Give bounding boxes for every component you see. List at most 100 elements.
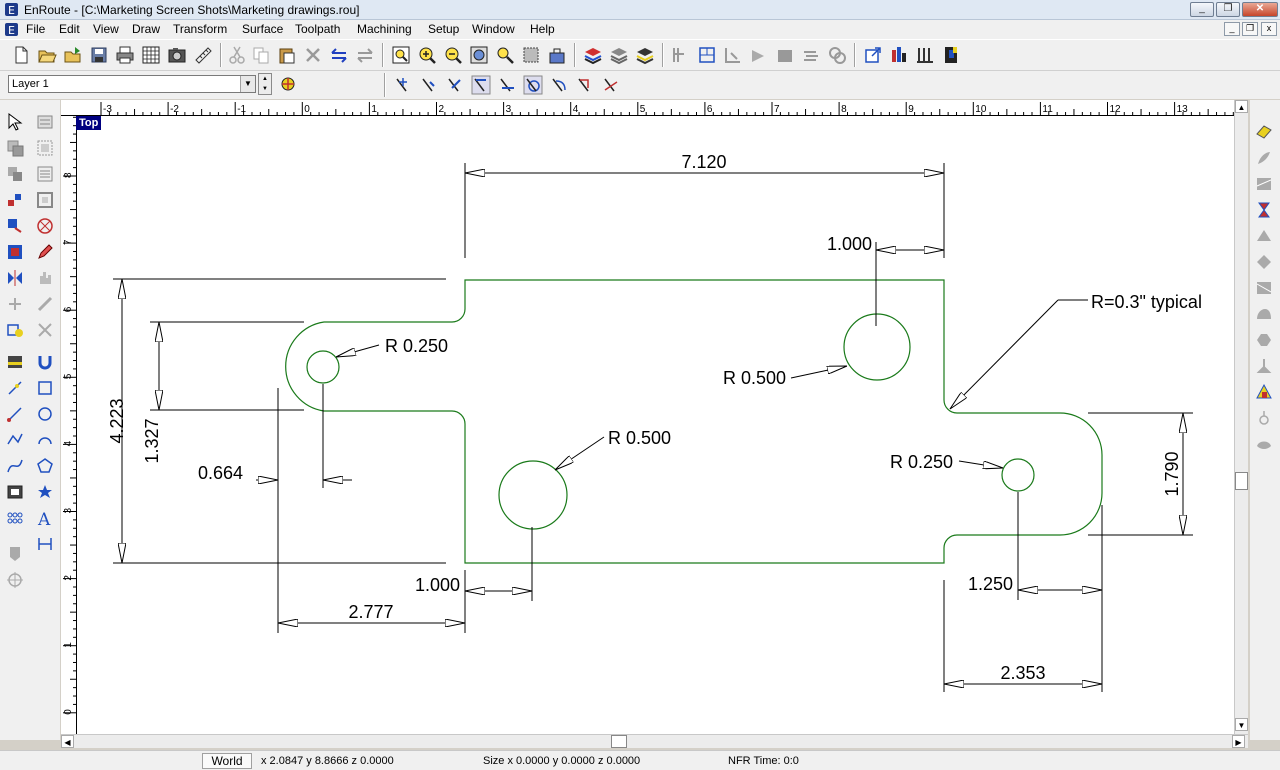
circle-icon[interactable]	[35, 404, 55, 424]
grid-icon[interactable]	[140, 44, 162, 66]
select-arrow-icon[interactable]	[5, 112, 25, 132]
menu-surface[interactable]: Surface	[242, 22, 284, 36]
output-icon[interactable]	[888, 44, 910, 66]
curve-icon[interactable]	[5, 456, 25, 476]
redo-icon[interactable]	[354, 44, 376, 66]
align-icon[interactable]	[5, 190, 25, 210]
move-icon[interactable]	[5, 216, 25, 236]
surface-tool-icon-6[interactable]	[1254, 252, 1274, 272]
text-icon[interactable]: A	[35, 508, 55, 528]
snap-midpoint-icon[interactable]	[444, 74, 466, 96]
menu-machining[interactable]: Machining	[357, 22, 412, 36]
minimize-button[interactable]: _	[1190, 2, 1214, 17]
drawing-canvas[interactable]: 7.120 1.000 4.223 1.327 1.790 0.664 2.77…	[77, 116, 1234, 734]
menu-edit[interactable]: Edit	[59, 22, 80, 36]
snap-point-icon[interactable]	[392, 74, 414, 96]
scroll-up-icon[interactable]: ▲	[1235, 100, 1248, 113]
close-button[interactable]: ✕	[1242, 2, 1278, 17]
document-restore-button[interactable]: ❐	[1242, 22, 1258, 36]
scroll-down-icon[interactable]: ▼	[1235, 718, 1248, 731]
vertical-scrollbar[interactable]: ▲ ▼	[1234, 100, 1248, 734]
snap-center-icon[interactable]	[522, 74, 544, 96]
surface-tool-icon-12[interactable]	[1254, 408, 1274, 428]
pencil-icon[interactable]	[35, 242, 55, 262]
arc-icon[interactable]	[35, 430, 55, 450]
surface-tool-icon-2[interactable]	[1254, 148, 1274, 168]
layers-gray-icon[interactable]	[608, 44, 630, 66]
snapshot-camera-icon[interactable]	[166, 44, 188, 66]
polyline-icon[interactable]	[5, 430, 25, 450]
pattern-icon[interactable]	[5, 508, 25, 528]
paste-icon[interactable]	[276, 44, 298, 66]
rectangle-icon[interactable]	[35, 378, 55, 398]
layer-dropdown[interactable]: Layer 1 ▼	[8, 75, 256, 93]
polygon-icon[interactable]	[35, 456, 55, 476]
layers-color-icon[interactable]	[582, 44, 604, 66]
surface-tool-icon-9[interactable]	[1254, 330, 1274, 350]
line-icon[interactable]	[5, 404, 25, 424]
zoom-extents-icon[interactable]	[468, 44, 490, 66]
horizontal-scroll-thumb[interactable]	[611, 735, 627, 748]
open-folder-icon[interactable]	[36, 44, 58, 66]
document-close-button[interactable]: x	[1261, 22, 1277, 36]
hole-top[interactable]	[843, 313, 911, 381]
menu-transform[interactable]: Transform	[173, 22, 228, 36]
help-book-icon[interactable]	[940, 44, 962, 66]
chevron-down-icon[interactable]: ▼	[240, 76, 255, 92]
menu-help[interactable]: Help	[530, 22, 555, 36]
surface-tool-icon-3[interactable]	[1254, 174, 1274, 194]
surface-tool-icon-8[interactable]	[1254, 304, 1274, 324]
hole-right[interactable]	[1001, 458, 1035, 492]
cut-icon[interactable]	[226, 44, 248, 66]
surface-tool-icon-5[interactable]	[1254, 226, 1274, 246]
layer-stepper[interactable]: ▲▼	[258, 73, 272, 95]
zoom-previous-icon[interactable]	[494, 44, 516, 66]
hole-bottom[interactable]	[498, 460, 568, 530]
toolpath-icon-1[interactable]	[670, 44, 692, 66]
toolpath-icon-7[interactable]	[826, 44, 848, 66]
undo-icon[interactable]	[328, 44, 350, 66]
zoom-selection-icon[interactable]	[520, 44, 542, 66]
star-icon[interactable]	[35, 482, 55, 502]
menu-draw[interactable]: Draw	[132, 22, 161, 36]
group-icon[interactable]	[5, 138, 25, 158]
list-icon[interactable]	[35, 164, 55, 184]
print-icon[interactable]	[114, 44, 136, 66]
save-icon[interactable]	[88, 44, 110, 66]
horizontal-scrollbar[interactable]: ◀ ▶	[61, 734, 1248, 748]
new-file-icon[interactable]	[10, 44, 32, 66]
measure-icon[interactable]	[192, 44, 214, 66]
surface-tool-icon-11[interactable]	[1254, 382, 1274, 402]
snap-perpendicular-icon[interactable]	[496, 74, 518, 96]
vertical-scroll-thumb[interactable]	[1235, 472, 1248, 490]
mirror-icon[interactable]	[5, 268, 25, 288]
open-recent-icon[interactable]	[62, 44, 84, 66]
menu-toolpath[interactable]: Toolpath	[295, 22, 341, 36]
fill-icon[interactable]	[5, 352, 25, 372]
layers-yellow-icon[interactable]	[634, 44, 656, 66]
layer-properties-icon[interactable]	[278, 74, 300, 96]
toolpath-icon-4[interactable]	[748, 44, 770, 66]
coordinate-system-button[interactable]: World	[202, 753, 252, 769]
frame-icon[interactable]	[35, 190, 55, 210]
delete-icon[interactable]	[302, 44, 324, 66]
box-icon[interactable]	[5, 482, 25, 502]
trim-icon[interactable]	[35, 320, 55, 340]
hole-left[interactable]	[306, 350, 340, 384]
zoom-in-icon[interactable]	[416, 44, 438, 66]
hand-icon[interactable]	[35, 268, 55, 288]
part-outline[interactable]	[285, 279, 1103, 564]
snap-intersection-icon[interactable]	[470, 74, 492, 96]
dimension-icon[interactable]	[35, 534, 55, 554]
scroll-right-icon[interactable]: ▶	[1232, 735, 1245, 748]
crosshair-icon[interactable]	[5, 570, 25, 590]
scale-icon[interactable]	[5, 242, 25, 262]
zoom-out-icon[interactable]	[442, 44, 464, 66]
array-icon[interactable]	[5, 294, 25, 314]
toolpath-icon-2[interactable]	[696, 44, 718, 66]
toolpath-icon-3[interactable]	[722, 44, 744, 66]
snap-tangent-icon[interactable]	[548, 74, 570, 96]
menu-view[interactable]: View	[93, 22, 119, 36]
surface-tool-icon-1[interactable]	[1254, 122, 1274, 142]
surface-tool-icon-13[interactable]	[1254, 434, 1274, 454]
